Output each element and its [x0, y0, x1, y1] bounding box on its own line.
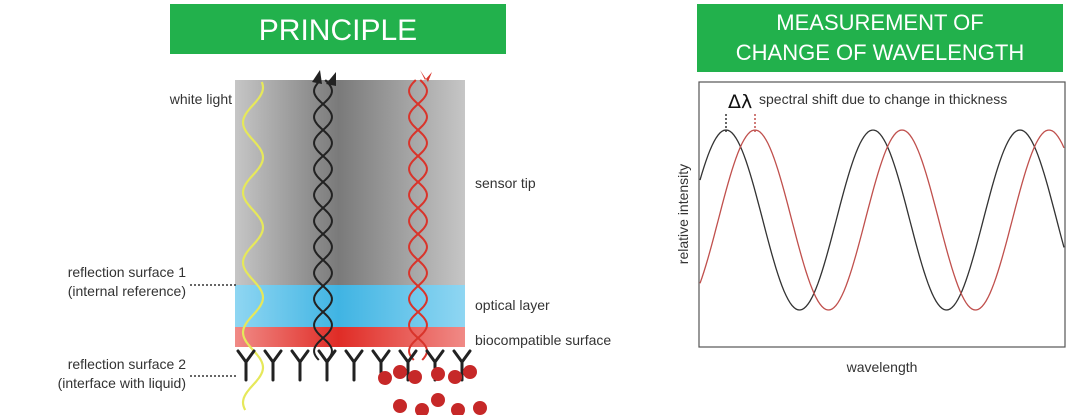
shifted-wave-a [408, 79, 428, 361]
bound-particle [473, 401, 487, 415]
sensor-tip-label: sensor tip [475, 175, 536, 191]
sensor-tip-block [235, 80, 465, 285]
reflection1-label-line1: reflection surface 1 [68, 264, 186, 280]
white-light-wave [241, 81, 265, 411]
x-axis-label: wavelength [846, 359, 918, 375]
bound-particle [415, 403, 429, 415]
reference-arrow-left [312, 70, 322, 84]
shifted-wave-b [408, 79, 428, 361]
biocompatible-surface-block [235, 327, 465, 347]
reflection2-label-line2: (interface with liquid) [58, 375, 186, 391]
reference-wave-a [313, 79, 333, 361]
reference-arrow-right [326, 72, 336, 86]
biocompatible-surface-label: biocompatible surface [475, 332, 611, 348]
antibody-receptor [236, 349, 256, 382]
bound-particle [378, 371, 392, 385]
spectral-shift-annotation: spectral shift due to change in thicknes… [759, 91, 1007, 107]
spectrum-plot-frame [698, 81, 1066, 348]
measurement-title: MEASUREMENT OF CHANGE OF WAVELENGTH [697, 4, 1063, 72]
bound-particle [408, 370, 422, 384]
antibody-receptor [344, 349, 364, 382]
reflection2-label-line1: reflection surface 2 [68, 356, 186, 372]
reflection1-label-line2: (internal reference) [68, 283, 186, 299]
measurement-title-line1: MEASUREMENT OF [776, 10, 984, 35]
delta-lambda-symbol: Δλ [728, 91, 752, 113]
bound-particle [393, 365, 407, 379]
reference-spectrum-curve [699, 129, 1065, 311]
antibody-receptor [263, 349, 283, 382]
bound-particle [448, 370, 462, 384]
bound-particle [431, 393, 445, 407]
shifted-arrow-tip [420, 70, 432, 82]
optical-layer-block [235, 285, 465, 327]
y-axis-label: relative intensity [675, 164, 691, 264]
antibody-receptor [317, 349, 337, 382]
bound-particle [393, 399, 407, 413]
bound-particle [431, 367, 445, 381]
white-light-label: white light [169, 91, 232, 107]
antibody-receptor [290, 349, 310, 382]
reference-wave-b [313, 79, 333, 361]
bound-particle [463, 365, 477, 379]
measurement-title-line2: CHANGE OF WAVELENGTH [735, 40, 1025, 65]
bound-particle [451, 403, 465, 415]
shifted-spectrum-curve [699, 129, 1065, 311]
principle-title: PRINCIPLE [170, 4, 506, 54]
optical-layer-label: optical layer [475, 297, 550, 313]
